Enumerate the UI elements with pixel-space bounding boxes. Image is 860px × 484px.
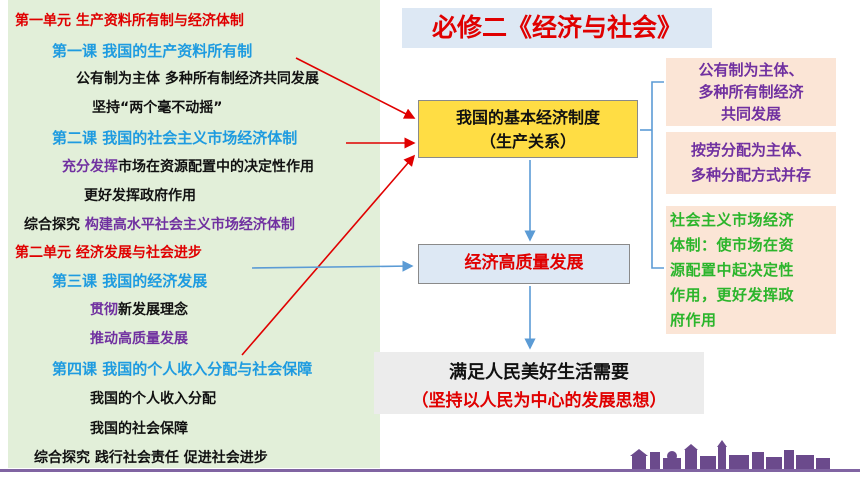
title-background (402, 8, 712, 48)
distribution-line-2: 多种分配方式并存 (690, 166, 811, 184)
peoples-needs-title: 满足人民美好生活需要 (449, 362, 629, 383)
market-line-3: 源配置中起决定性 (670, 261, 795, 279)
unit-2-heading: 第二单元 经济发展与社会进步 (15, 245, 202, 261)
high-quality-development-box: 经济高质量发展 (418, 244, 630, 284)
market-line-2: 体制：使市场在资 (670, 236, 795, 254)
arrow-lesson1-to-system (295, 57, 416, 119)
distribution-system-box: 按劳分配为主体、 多种分配方式并存 (666, 132, 836, 194)
ownership-line-3: 共同发展 (720, 105, 781, 123)
distribution-line-1: 按劳分配为主体、 (690, 141, 811, 159)
footer-divider (0, 469, 860, 472)
basic-economic-system-box: 我国的基本经济制度 （生产关系） (418, 100, 638, 158)
lesson-2-point-2: 更好发挥政府作用 (84, 188, 196, 204)
ownership-system-box: 公有制为主体、 多种所有制经济 共同发展 (666, 58, 836, 126)
unit-1-heading: 第一单元 生产资料所有制与经济体制 (15, 13, 244, 29)
unit-1-exploration-prefix: 综合探究 (24, 217, 85, 233)
unit-1-exploration-text: 构建高水平社会主义市场经济体制 (84, 217, 295, 233)
outline-panel (8, 0, 380, 468)
lesson-2-point-1: 充分发挥市场在资源配置中的决定性作用 (62, 156, 314, 176)
market-economy-box: 社会主义市场经济 体制：使市场在资 源配置中起决定性 作用，更好发挥政 府作用 (666, 206, 836, 334)
peoples-needs-box: 满足人民美好生活需要 （坚持以人民为中心的发展思想） (374, 352, 704, 414)
lesson-1-heading: 第一课 我国的生产资料所有制 (52, 42, 253, 60)
lesson-1-point-1: 公有制为主体 多种所有制经济共同发展 (76, 71, 319, 87)
lesson-4-heading: 第四课 我国的个人收入分配与社会保障 (52, 360, 313, 378)
market-line-1: 社会主义市场经济 (670, 211, 795, 229)
ownership-line-2: 多种所有制经济 (698, 83, 804, 101)
market-line-4: 作用，更好发挥政 (670, 286, 795, 304)
peoples-needs-subtitle: （坚持以人民为中心的发展思想） (411, 391, 667, 411)
lesson-1-point-2: 坚持“两个毫不动摇” (92, 100, 223, 116)
lesson-2-point-1-prefix: 充分发挥 (62, 159, 118, 175)
lesson-3-point-1-prefix: 贯彻 (90, 302, 118, 318)
page-title: 必修二《经济与社会》 (431, 13, 682, 42)
lesson-3-point-1: 贯彻新发展理念 (90, 299, 188, 319)
arrow-lesson3-to-development (251, 260, 414, 272)
market-line-5: 府作用 (670, 311, 717, 329)
campus-buildings-icon (630, 440, 830, 469)
lesson-2-heading: 第二课 我国的社会主义市场经济体制 (52, 129, 298, 147)
lesson-4-point-2: 我国的社会保障 (90, 421, 188, 437)
basic-economic-system-subtitle: （生产关系） (479, 132, 576, 151)
unit-1-exploration: 综合探究 构建高水平社会主义市场经济体制 (24, 214, 295, 234)
unit-2-exploration: 综合探究 践行社会责任 促进社会进步 (34, 450, 268, 466)
ownership-line-1: 公有制为主体、 (698, 61, 804, 79)
right-bracket (651, 81, 664, 269)
lesson-3-point-2: 推动高质量发展 (90, 331, 188, 347)
lesson-3-point-1-text: 新发展理念 (118, 302, 188, 318)
lesson-2-point-1-text: 市场在资源配置中的决定性作用 (118, 159, 314, 175)
lesson-4-point-1: 我国的个人收入分配 (90, 391, 216, 407)
basic-economic-system-title: 我国的基本经济制度 (455, 108, 600, 127)
arrow-lesson4-to-system (241, 154, 416, 356)
lesson-3-heading: 第三课 我国的经济发展 (52, 272, 208, 290)
